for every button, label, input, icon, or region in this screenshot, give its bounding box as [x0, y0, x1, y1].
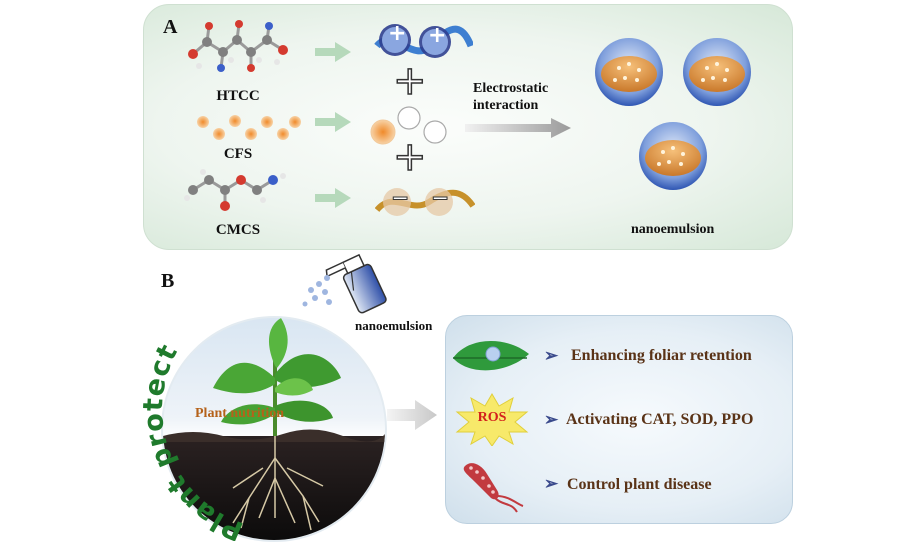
- nanoemulsion-spheres-icon: [595, 38, 751, 190]
- htcc-label: HTCC: [216, 88, 260, 104]
- arrow-right-icon: [387, 400, 437, 430]
- leaf-icon: [453, 340, 529, 371]
- plant-protection-title: Plant protection: [129, 296, 247, 541]
- cfs-droplets-icon: [197, 115, 301, 140]
- spray-label: nanoemulsion: [355, 318, 433, 333]
- htcc-molecule-icon: [188, 20, 288, 72]
- effect-disease-control: Control plant disease: [567, 476, 712, 493]
- effect-enzyme-activation: Activating CAT, SOD, PPO: [566, 411, 754, 428]
- process-label: Electrostatic interaction: [473, 81, 549, 113]
- spray-bottle-icon: [302, 253, 387, 314]
- positive-charge-icon: +: [388, 21, 407, 46]
- pathogen-icon: [463, 463, 524, 513]
- effect-foliar-retention: Enhancing foliar retention: [571, 347, 752, 364]
- plus-icon: +: [392, 133, 427, 181]
- positive-charge-icon: +: [428, 23, 447, 48]
- chevron-right-icon: ➢: [544, 474, 559, 493]
- arrow-right-icon: [315, 112, 351, 132]
- cmcs-label: CMCS: [215, 222, 261, 238]
- negative-charge-icon: −: [431, 186, 450, 211]
- cmcs-chain-icon: [375, 188, 475, 216]
- arrow-right-icon: [465, 118, 571, 138]
- plus-icon: +: [392, 57, 427, 105]
- cfs-label: CFS: [223, 146, 253, 162]
- arrow-right-icon: [315, 42, 351, 62]
- panel-b-letter: B: [161, 270, 175, 292]
- chevron-right-icon: ➢: [544, 346, 559, 365]
- ros-burst-icon: [455, 393, 529, 446]
- plant-nutrition-label: Plant nutrition: [195, 406, 285, 421]
- ros-label: ROS: [477, 410, 507, 425]
- negative-charge-icon: −: [391, 186, 410, 211]
- figure: A HTCC CFS: [123, 0, 793, 542]
- htcc-chain-icon: [374, 24, 473, 58]
- cfs-capsule-icon: [370, 106, 447, 145]
- panel-a-letter: A: [163, 16, 178, 38]
- chevron-right-icon: ➢: [544, 410, 559, 429]
- cmcs-molecule-icon: [184, 169, 286, 211]
- nanoemulsion-label: nanoemulsion: [631, 222, 715, 237]
- arrow-right-icon: [315, 188, 351, 208]
